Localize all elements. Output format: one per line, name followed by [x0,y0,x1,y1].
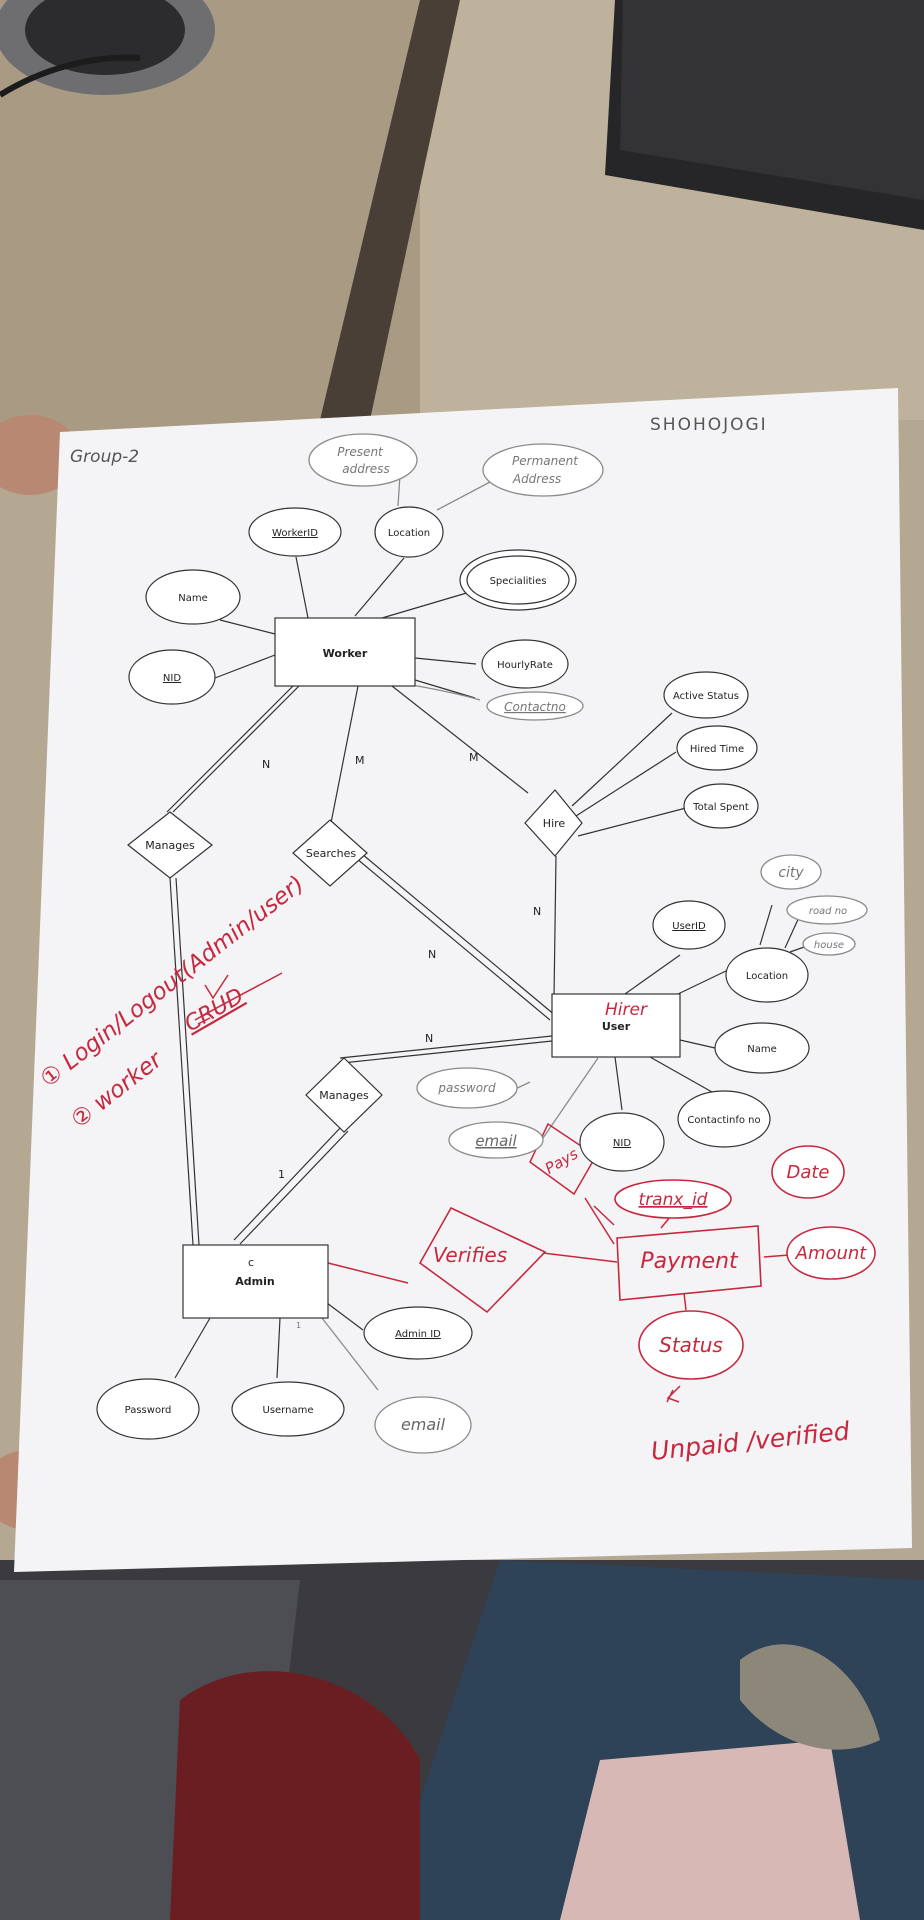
payment-amount-label: Amount [795,1243,868,1264]
hired-time-label: Hired Time [690,744,744,755]
attr-user-location: Location [725,947,809,1003]
present-address-line1: Present [337,445,384,459]
card-worker-manages: N [262,758,270,771]
user-label: User [602,1020,631,1033]
total-spent-label: Total Spent [692,802,749,813]
attr-payment-date: Date [771,1145,845,1199]
attr-worker-nid: NID [128,649,216,705]
road-no-label: road no [809,906,847,917]
attr-worker-name: Name [145,569,241,625]
card-user-searches: N [428,948,436,961]
verifies-relationship: Verifies [418,1206,547,1314]
house-label: house [814,940,844,951]
hire-label: Hire [543,817,566,830]
payment-status-label: Status [659,1333,723,1357]
verifies-label: Verifies [433,1243,507,1267]
worker-location-label: Location [388,528,430,539]
attr-user-contact: Contactinfo no [677,1090,771,1148]
attr-payment-status: Status [638,1310,744,1380]
worker-entity: Worker [274,617,416,687]
attr-user-name: Name [714,1022,810,1074]
connections [166,556,811,1379]
attr-admin-email: email [374,1396,472,1454]
user-location-label: Location [746,971,788,982]
attr-permanent-address: Permanent Address [482,443,604,497]
group-label: Group-2 [70,447,139,467]
admin-email-label: email [401,1415,446,1434]
user-name-label: Name [747,1044,777,1055]
admin-username-label: Username [263,1405,314,1416]
card-user-hire: N [533,905,541,918]
searches-label: Searches [306,847,357,860]
hire-relationship: Hire [524,789,583,857]
manages-worker-relationship: Manages [127,811,213,879]
attr-user-id: UserID [652,900,726,950]
searches-relationship: Searches [292,819,368,887]
card-worker-hire: M [469,751,479,764]
user-nid-label: NID [613,1138,631,1149]
worker-name-label: Name [178,593,208,604]
user-id-label: UserID [672,921,706,932]
attr-hired-time: Hired Time [676,725,758,771]
present-address-line2: address [342,462,389,476]
card-user-manages: N [425,1032,433,1045]
city-label: city [778,865,804,881]
user-entity: User Hirer [551,993,681,1058]
admin-entity: Admin c [182,1244,329,1319]
attr-active-status: Active Status [663,671,749,719]
card-admin-manages: 1 [278,1168,285,1181]
attr-worker-contact: Contactno [486,691,584,721]
permanent-address-line2: Address [512,472,561,486]
attr-admin-password: Password [96,1378,200,1440]
attr-admin-username: Username [231,1381,345,1437]
attr-admin-id: Admin ID [363,1306,473,1360]
project-title: SHOHOJOGI [650,415,768,435]
attr-specialities: Specialities [459,549,577,611]
attr-worker-id: WorkerID [248,507,342,557]
card-worker-searches: M [355,754,365,767]
manages-user-label: Manages [319,1089,369,1102]
attr-road-no: road no [786,895,868,925]
permanent-address-line1: Permanent [512,454,579,468]
worker-id-label: WorkerID [272,528,318,539]
worker-nid-label: NID [163,673,181,684]
admin-mark: c [248,1256,254,1269]
cardinality-labels: N M M N N N 1 1 [262,751,541,1330]
attr-payment-amount: Amount [786,1226,876,1280]
user-password-label: password [437,1081,496,1095]
hourly-rate-label: HourlyRate [497,660,553,671]
attr-tranx-id: tranx_id [614,1179,732,1219]
admin-id-label: Admin ID [395,1329,441,1340]
attr-total-spent: Total Spent [683,783,759,829]
attr-city: city [760,854,822,890]
user-email-label: email [475,1132,517,1150]
admin-label: Admin [235,1275,274,1288]
attr-present-address: Present address [308,433,418,487]
payment-label: Payment [640,1249,739,1274]
attr-user-email: email [448,1121,544,1159]
attr-worker-location: Location [374,506,444,558]
user-overwrite-label: Hirer [605,1000,648,1020]
payment-entity: Payment [616,1225,762,1301]
payment-date-label: Date [786,1162,829,1183]
attr-user-password: password [416,1067,518,1109]
admin-password-label: Password [125,1405,172,1416]
manages-user-relationship: Manages [305,1057,383,1133]
tranx-id-label: tranx_id [639,1190,708,1210]
attr-house: house [802,932,856,956]
user-contact-label: Contactinfo no [687,1115,760,1126]
attr-hourly-rate: HourlyRate [481,639,569,689]
worker-contact-label: Contactno [504,700,566,714]
worker-label: Worker [323,647,368,660]
card-admin-small: 1 [296,1321,301,1330]
attr-user-nid: NID [579,1112,665,1172]
specialities-label: Specialities [490,576,547,587]
manages-worker-label: Manages [145,839,195,852]
active-status-label: Active Status [673,691,739,702]
